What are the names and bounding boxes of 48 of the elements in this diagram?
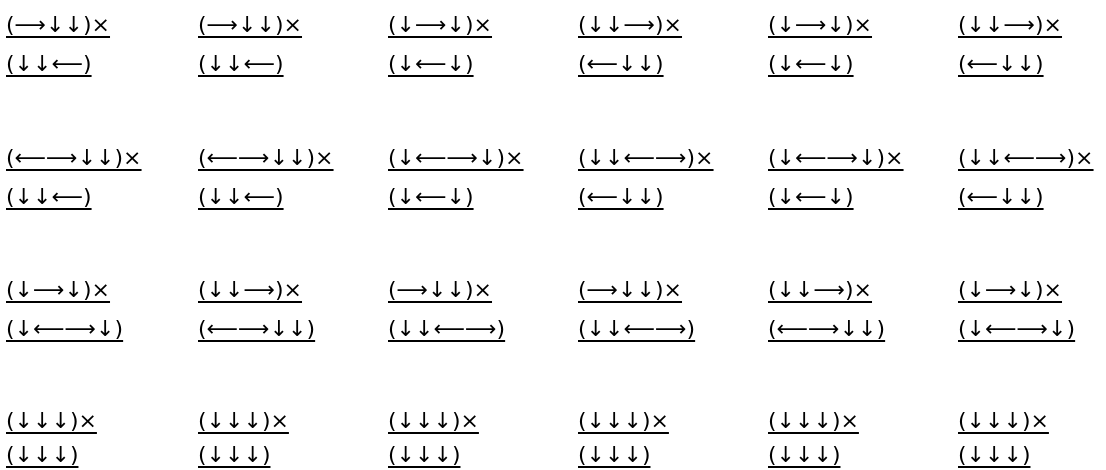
arrow-expression: (⟵⟶↓↓)× (198, 145, 334, 171)
arrow-expression: (↓↓⟶)× (198, 277, 302, 303)
arrow-expression: (⟶↓↓)× (388, 277, 492, 303)
arrow-expression: (↓↓⟶)× (958, 12, 1062, 38)
arrow-expression: (↓⟵⟶↓)× (388, 145, 524, 171)
arrow-expression: (↓↓↓)× (388, 408, 479, 434)
arrow-expression: (↓↓↓)× (198, 408, 289, 434)
arrow-expression: (⟵↓↓) (958, 51, 1044, 77)
arrow-expression: (⟵↓↓) (958, 184, 1044, 210)
arrow-expression: (↓↓⟵⟶) (578, 316, 696, 342)
arrow-expression: (↓↓↓) (6, 442, 79, 468)
arrow-expression: (↓⟵⟶↓) (6, 316, 124, 342)
arrow-expression: (⟵↓↓) (578, 51, 664, 77)
arrow-expression: (↓↓↓)× (768, 408, 859, 434)
arrow-expression: (↓↓⟵⟶)× (578, 145, 714, 171)
arrow-expression: (↓↓↓) (578, 442, 651, 468)
arrow-expression: (↓↓↓)× (578, 408, 669, 434)
arrow-expression: (↓↓↓) (958, 442, 1031, 468)
arrow-expression: (⟶↓↓)× (6, 12, 110, 38)
arrow-expression: (↓↓⟵) (6, 184, 92, 210)
arrow-expression: (↓↓⟵) (6, 51, 92, 77)
arrow-expression: (↓↓⟶)× (768, 277, 872, 303)
arrow-expression: (↓↓↓) (388, 442, 461, 468)
arrow-expression: (↓⟵↓) (768, 51, 854, 77)
arrow-expression: (⟵⟶↓↓) (768, 316, 886, 342)
arrow-expression: (↓↓⟵) (198, 184, 284, 210)
arrow-expression: (↓⟵⟶↓) (958, 316, 1076, 342)
arrow-expression: (↓⟶↓)× (958, 277, 1062, 303)
arrow-expression: (↓↓⟵) (198, 51, 284, 77)
arrow-expression: (⟶↓↓)× (198, 12, 302, 38)
arrow-expression: (⟵⟶↓↓) (198, 316, 316, 342)
arrow-expression: (↓↓↓) (768, 442, 841, 468)
arrow-expression: (↓↓⟵⟶)× (958, 145, 1094, 171)
arrow-expression: (↓⟶↓)× (388, 12, 492, 38)
arrow-expression: (↓⟶↓)× (768, 12, 872, 38)
arrow-expression: (↓↓↓) (198, 442, 271, 468)
arrow-expression: (↓↓⟵⟶) (388, 316, 506, 342)
arrow-expression: (⟵⟶↓↓)× (6, 145, 142, 171)
arrow-expression: (⟵↓↓) (578, 184, 664, 210)
arrow-expression: (⟶↓↓)× (578, 277, 682, 303)
arrow-expression: (↓⟵↓) (388, 184, 474, 210)
arrow-expression: (↓⟵⟶↓)× (768, 145, 904, 171)
arrow-expression: (↓↓⟶)× (578, 12, 682, 38)
arrow-expression: (↓⟶↓)× (6, 277, 110, 303)
arrow-expression: (↓↓↓)× (958, 408, 1049, 434)
arrow-expression: (↓↓↓)× (6, 408, 97, 434)
arrow-expression: (↓⟵↓) (388, 51, 474, 77)
arrow-expression: (↓⟵↓) (768, 184, 854, 210)
